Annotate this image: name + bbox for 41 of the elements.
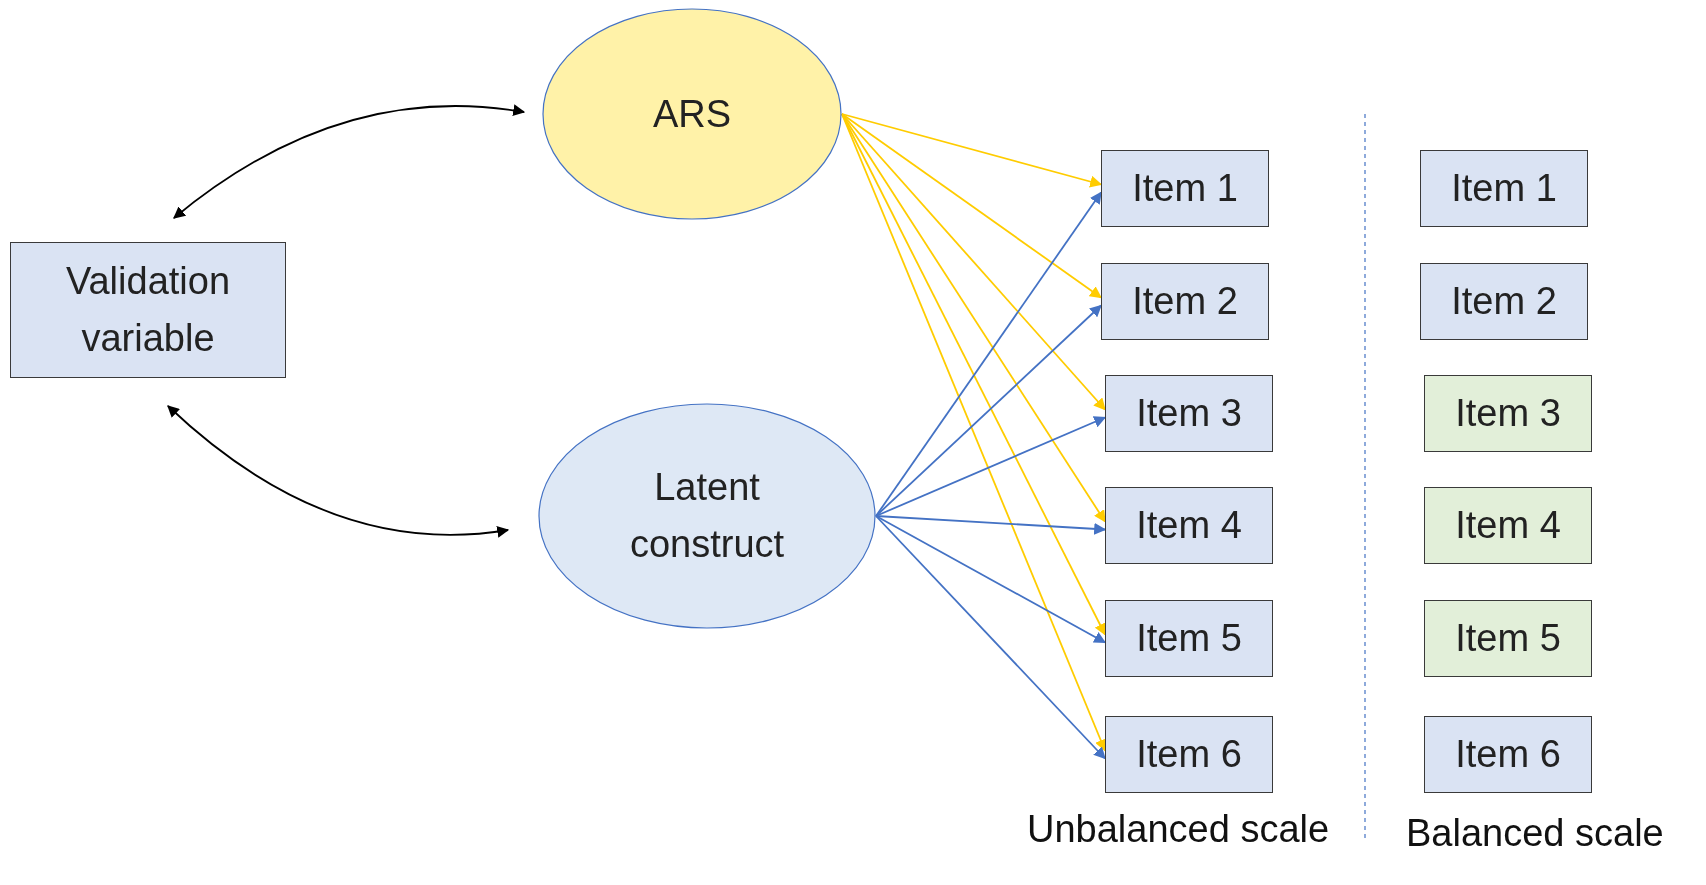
node-label: ARS — [652, 91, 732, 137]
node-label: Item 5 — [1455, 616, 1561, 661]
item-box — [1101, 263, 1269, 340]
node-label: Item 1 — [1132, 166, 1238, 211]
item-box — [10, 242, 286, 378]
node-label: Item 5 — [1136, 616, 1242, 661]
node-label: Item 4 — [1136, 503, 1242, 548]
arrow — [875, 515, 1107, 535]
item-box — [1424, 716, 1592, 793]
node-label: Item 6 — [1136, 732, 1242, 777]
arrow — [875, 304, 1102, 517]
node-label: Item 2 — [1132, 279, 1238, 324]
arrow — [875, 515, 1107, 644]
item-box — [1105, 487, 1273, 564]
item-box — [1424, 600, 1592, 677]
node-label: Item 3 — [1136, 391, 1242, 436]
item-box — [1105, 716, 1273, 793]
arrow — [167, 405, 510, 538]
node-label: Item 6 — [1455, 732, 1561, 777]
item-box — [1105, 600, 1273, 677]
node-label: Item 1 — [1451, 166, 1557, 211]
scale-label: Unbalanced scale — [1027, 808, 1330, 851]
node-label: Validation variable — [64, 259, 232, 361]
item-box — [1105, 375, 1273, 452]
item-box — [1101, 150, 1269, 227]
arrow — [173, 104, 526, 219]
arrow — [875, 515, 1106, 760]
node-label: Item 2 — [1451, 279, 1557, 324]
item-box — [1420, 150, 1588, 227]
item-box — [1424, 375, 1592, 452]
arrow — [841, 113, 1103, 188]
scale-label: Balanced scale — [1406, 812, 1664, 855]
item-box — [1424, 487, 1592, 564]
arrow — [875, 416, 1107, 517]
item-box — [1420, 263, 1588, 340]
node-label: Item 3 — [1455, 391, 1561, 436]
node-label: Latent construct — [628, 465, 786, 567]
node-label: Item 4 — [1455, 503, 1561, 548]
arrow — [841, 113, 1102, 299]
ellipse-node — [542, 8, 842, 220]
ellipse-node — [538, 403, 876, 629]
